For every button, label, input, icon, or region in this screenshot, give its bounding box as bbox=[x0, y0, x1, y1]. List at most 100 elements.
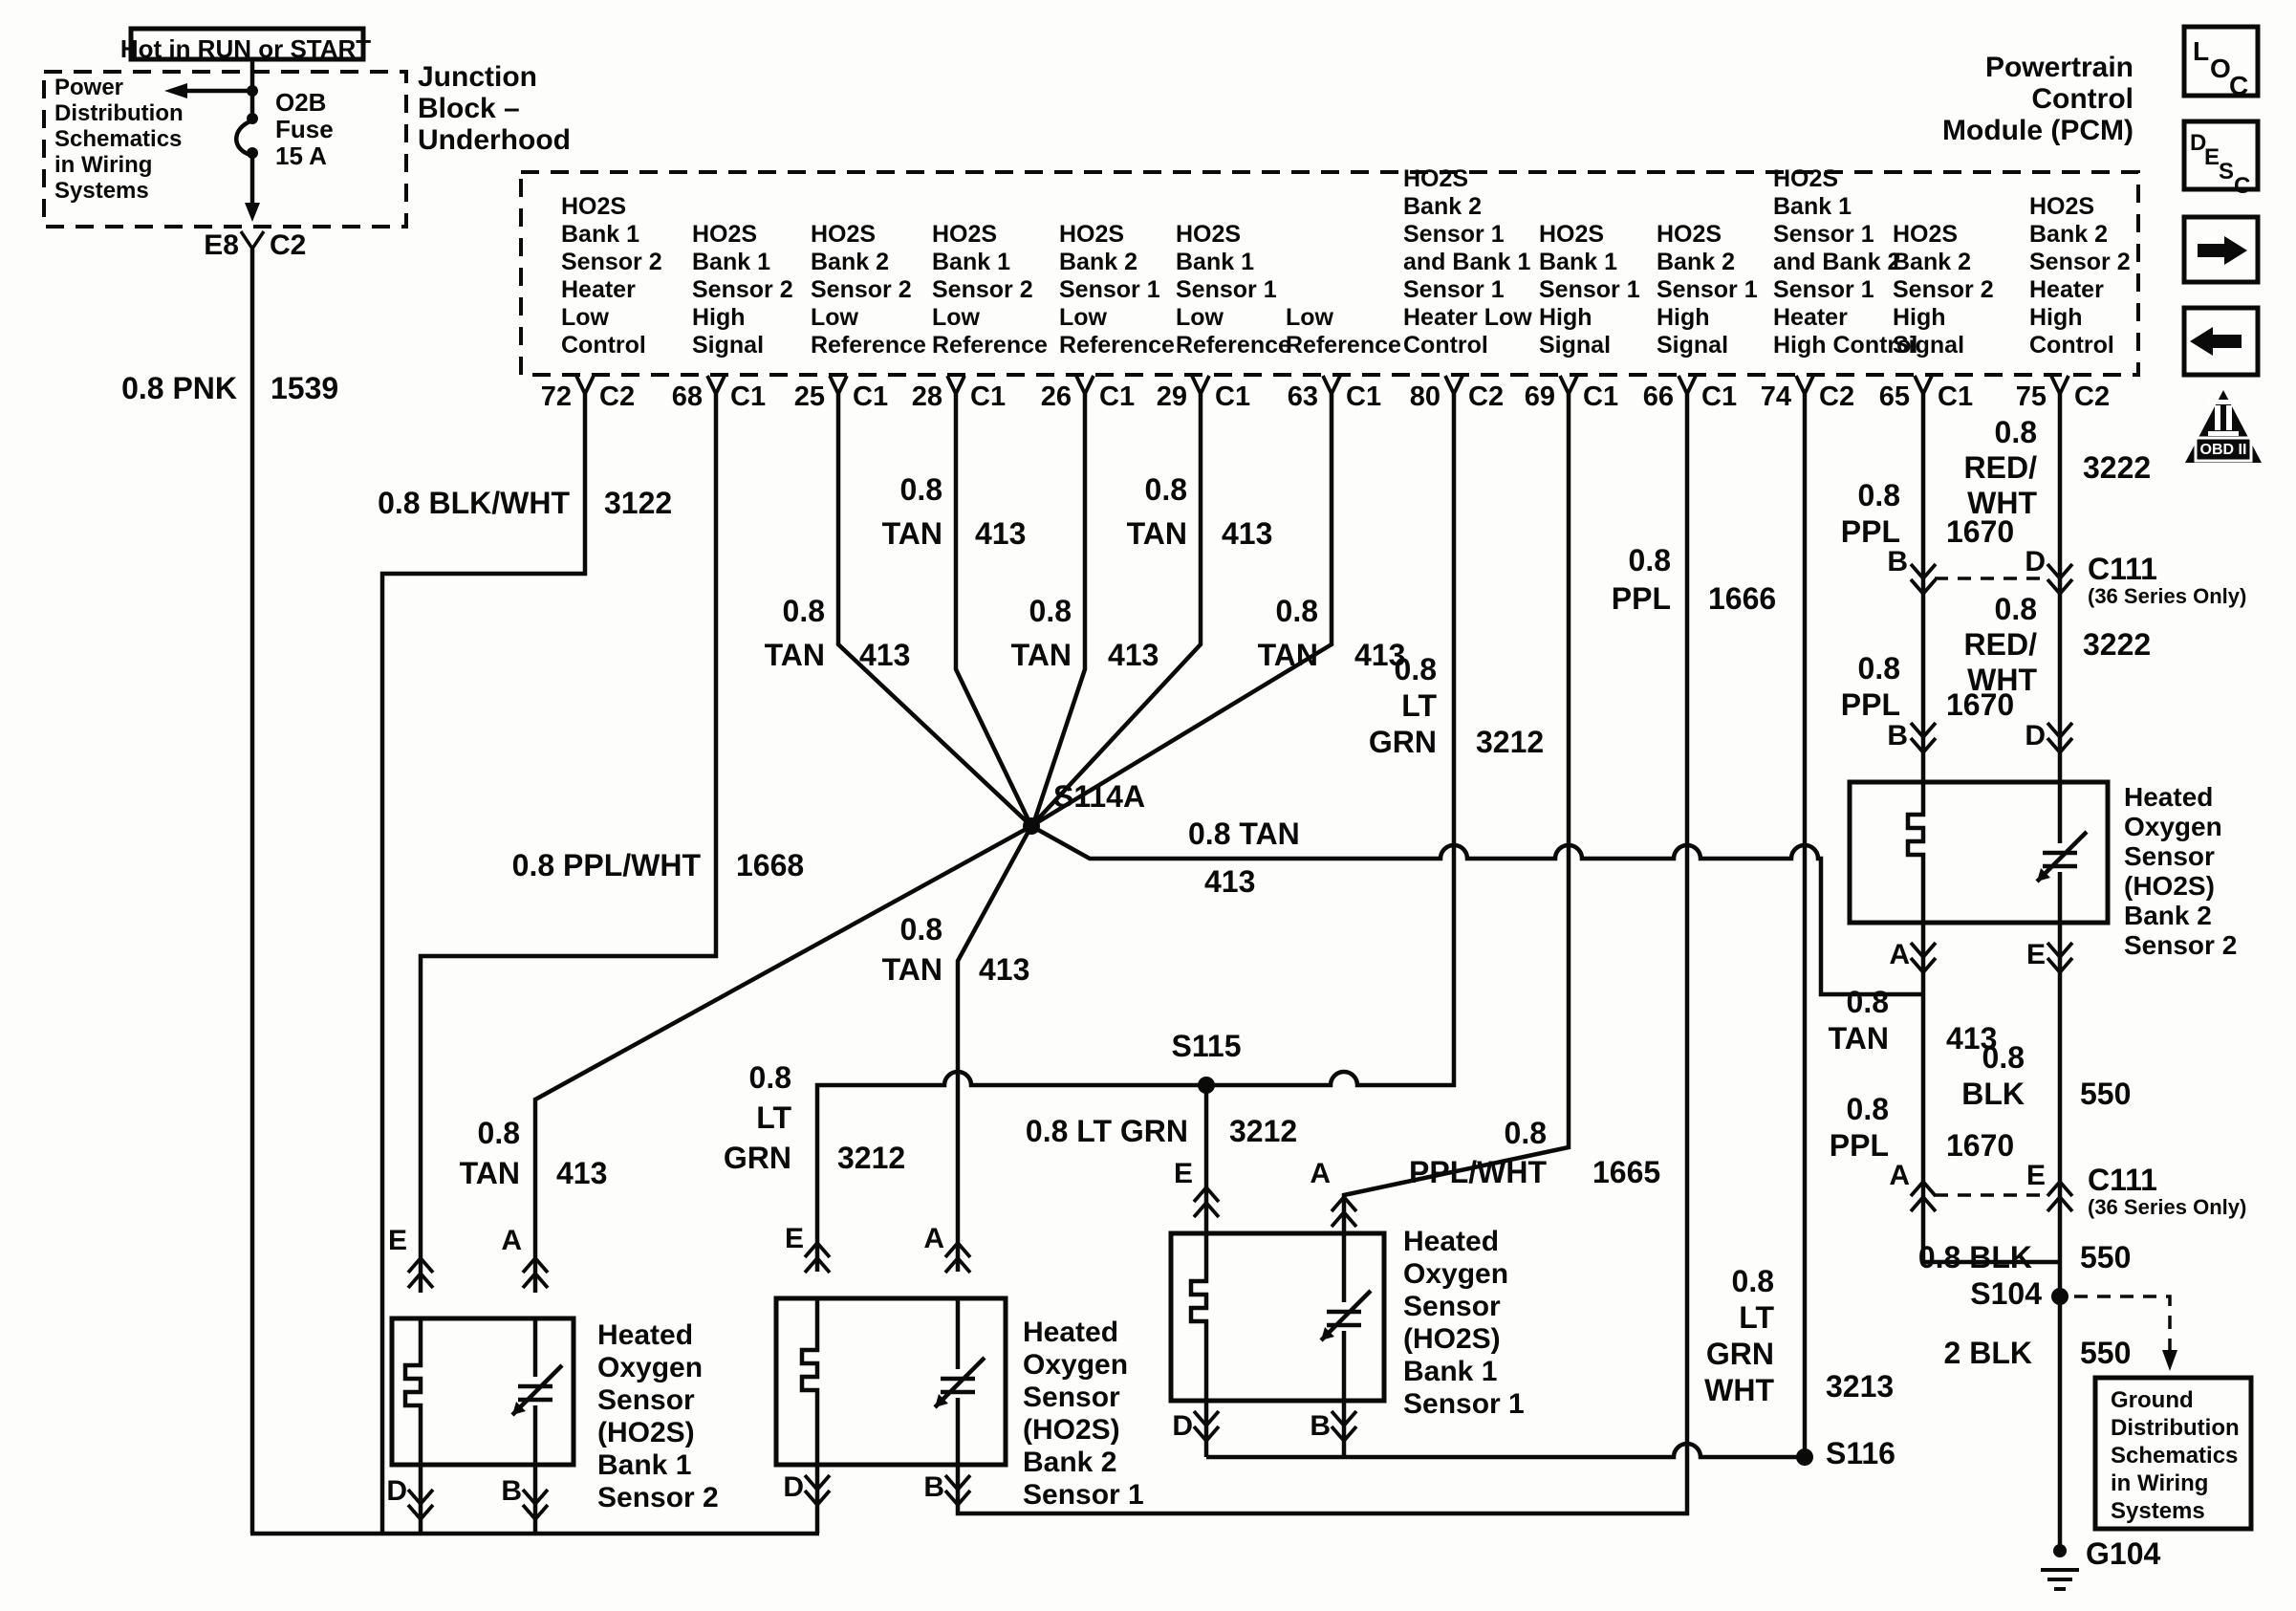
obd2-pillar-icon bbox=[2208, 400, 2239, 436]
splice-s114a: S114A bbox=[1053, 779, 1146, 814]
wire-label: TAN bbox=[1257, 638, 1318, 672]
loc-icon-letter: C bbox=[2229, 71, 2249, 100]
g104-ground-symbol bbox=[2041, 1568, 2079, 1591]
pcm-column-label: Sensor 1 bbox=[1059, 276, 1160, 303]
pcm-column-label: Reference bbox=[811, 332, 926, 359]
terminal-e: E bbox=[387, 1225, 407, 1256]
pcm-pin-fork bbox=[945, 375, 966, 395]
pcm-pin-number: 26 bbox=[1040, 381, 1072, 412]
pcm-column-label: Bank 2 bbox=[1403, 193, 1482, 220]
wire-b1s1-db bbox=[1203, 1401, 1347, 1457]
conn-c111-note: (36 Series Only) bbox=[2088, 584, 2247, 608]
wire-label: TAN bbox=[1126, 516, 1187, 551]
junction-label: Block – bbox=[418, 93, 520, 124]
pcm-pin-fork bbox=[2049, 375, 2070, 395]
wire-circuit: 3212 bbox=[1476, 725, 1545, 759]
ground-g104: G104 bbox=[2086, 1536, 2161, 1571]
sensor-b1s2-name: Oxygen bbox=[597, 1352, 704, 1383]
element-symbol-b2s1 bbox=[933, 1298, 986, 1465]
pcm-pin-number: 25 bbox=[793, 381, 825, 412]
pcm-column-label: Reference bbox=[932, 332, 1048, 359]
wire-label: WHT bbox=[1704, 1373, 1774, 1407]
sensor-b2s2-name: Sensor 2 bbox=[2124, 930, 2238, 960]
pcm-name: Control bbox=[2031, 83, 2134, 115]
wire-s116-bus bbox=[1206, 1441, 1805, 1460]
inline-connector-chevron bbox=[1330, 1194, 1358, 1229]
conn-c111-note: (36 Series Only) bbox=[2088, 1195, 2247, 1219]
pcm-column-label: Sensor 1 bbox=[1176, 276, 1277, 303]
inline-connector-chevron bbox=[1909, 721, 1938, 755]
desc-icon-letter: C bbox=[2234, 173, 2251, 199]
wire-label: 0.8 bbox=[1394, 652, 1437, 686]
arrowhead-down-fuse bbox=[245, 203, 260, 222]
wire-label: PPL bbox=[1611, 581, 1671, 616]
pcm-pin-number: 68 bbox=[671, 381, 703, 412]
heater-symbol-b2s2 bbox=[1905, 782, 1926, 923]
terminal-b: B bbox=[501, 1475, 522, 1507]
pcm-column-label: Sensor 2 bbox=[2029, 249, 2131, 275]
pcm-column-label: Bank 2 bbox=[2029, 221, 2108, 248]
wire-label: GRN bbox=[1368, 725, 1437, 759]
pcm-column-label: Reference bbox=[1286, 332, 1401, 359]
pcm-column-label: Sensor 1 bbox=[1773, 221, 1874, 248]
inline-connector-chevron bbox=[943, 1240, 972, 1274]
wire-label: 0.8 bbox=[1029, 594, 1072, 628]
pcm-column-label: Bank 2 bbox=[1059, 249, 1137, 275]
pcm-pin-connector: C2 bbox=[1468, 381, 1505, 412]
wire-tan-413-bus bbox=[1029, 824, 1923, 997]
pcm-column-label: Low bbox=[811, 304, 858, 331]
pcm-column-label: HO2S bbox=[561, 193, 627, 220]
inline-connector-chevron bbox=[521, 1255, 550, 1290]
pcm-column-label: Bank 1 bbox=[932, 249, 1010, 275]
terminal-b: B bbox=[1310, 1410, 1331, 1442]
terminal-b: B bbox=[1887, 546, 1908, 577]
pcm-name: Module (PCM) bbox=[1942, 115, 2134, 146]
wire-label: 0.8 bbox=[1846, 1092, 1889, 1126]
desc-icon-letter: D bbox=[2190, 130, 2207, 156]
sensor-b2s2-name: Sensor bbox=[2124, 841, 2215, 871]
wire-label: 0.8 BLK bbox=[1917, 1240, 2032, 1274]
pcm-pin-number: 63 bbox=[1287, 381, 1318, 412]
splice-s114a-dot bbox=[1023, 817, 1040, 835]
wire-label: 0.8 bbox=[1982, 1040, 2025, 1075]
wire-tan-413-feeders bbox=[835, 394, 1334, 828]
wire-circuit: 413 bbox=[556, 1156, 608, 1190]
pcm-pin-connector: C1 bbox=[1701, 381, 1738, 412]
inline-connector-chevron bbox=[2046, 562, 2074, 597]
wire-circuit: 1670 bbox=[1946, 1128, 2015, 1163]
pcm-column-label: High bbox=[1893, 304, 1946, 331]
pcm-pin-fork bbox=[574, 375, 596, 395]
wire-circuit: 413 bbox=[1222, 516, 1273, 551]
pcm-column-label: HO2S bbox=[692, 221, 758, 248]
pcm-pin-number: 66 bbox=[1642, 381, 1674, 412]
pcm-pin-fork bbox=[1074, 375, 1095, 395]
pcm-column-label: Heater bbox=[2029, 276, 2104, 303]
conn-c111: C111 bbox=[2088, 1163, 2157, 1197]
wire-circuit: 1670 bbox=[1946, 687, 2015, 722]
wire-label: 0.8 bbox=[1994, 415, 2037, 449]
terminal-e: E bbox=[2025, 1160, 2046, 1191]
ground-note: Schematics bbox=[2111, 1443, 2239, 1469]
wire-label: 0.8 bbox=[1857, 651, 1900, 686]
terminal-b: B bbox=[1887, 720, 1908, 751]
pcm-column-label: Low bbox=[1286, 304, 1333, 331]
conn-e8-symbol bbox=[239, 230, 266, 250]
wire-label: 0.8 bbox=[1994, 592, 2037, 626]
wire-label: RED/ bbox=[1963, 450, 2037, 485]
pcm-pin-fork bbox=[1321, 375, 1342, 395]
wire-circuit: 3222 bbox=[2083, 627, 2152, 662]
s104-ground-ref bbox=[2074, 1295, 2172, 1350]
pcm-pin-connector: C2 bbox=[599, 381, 636, 412]
sensor-b2s1-name: Sensor 1 bbox=[1023, 1479, 1144, 1511]
pcm-column-label: Bank 2 bbox=[1893, 249, 1971, 275]
wire-circuit: 413 bbox=[1946, 1021, 1998, 1056]
splice-s104: S104 bbox=[1970, 1276, 2042, 1311]
pcm-column-label: HO2S bbox=[1657, 221, 1722, 248]
obd-badge-label: OBD II bbox=[2199, 442, 2247, 458]
sensor-b1s2-box bbox=[389, 1316, 576, 1468]
splice-s104-dot bbox=[2051, 1288, 2069, 1305]
pcm-column-label: Sensor 1 bbox=[1773, 276, 1874, 303]
wire-label: 0.8 bbox=[1731, 1264, 1774, 1298]
forward-arrow-icon bbox=[2198, 244, 2224, 257]
loc-icon-letter: L bbox=[2193, 36, 2210, 66]
